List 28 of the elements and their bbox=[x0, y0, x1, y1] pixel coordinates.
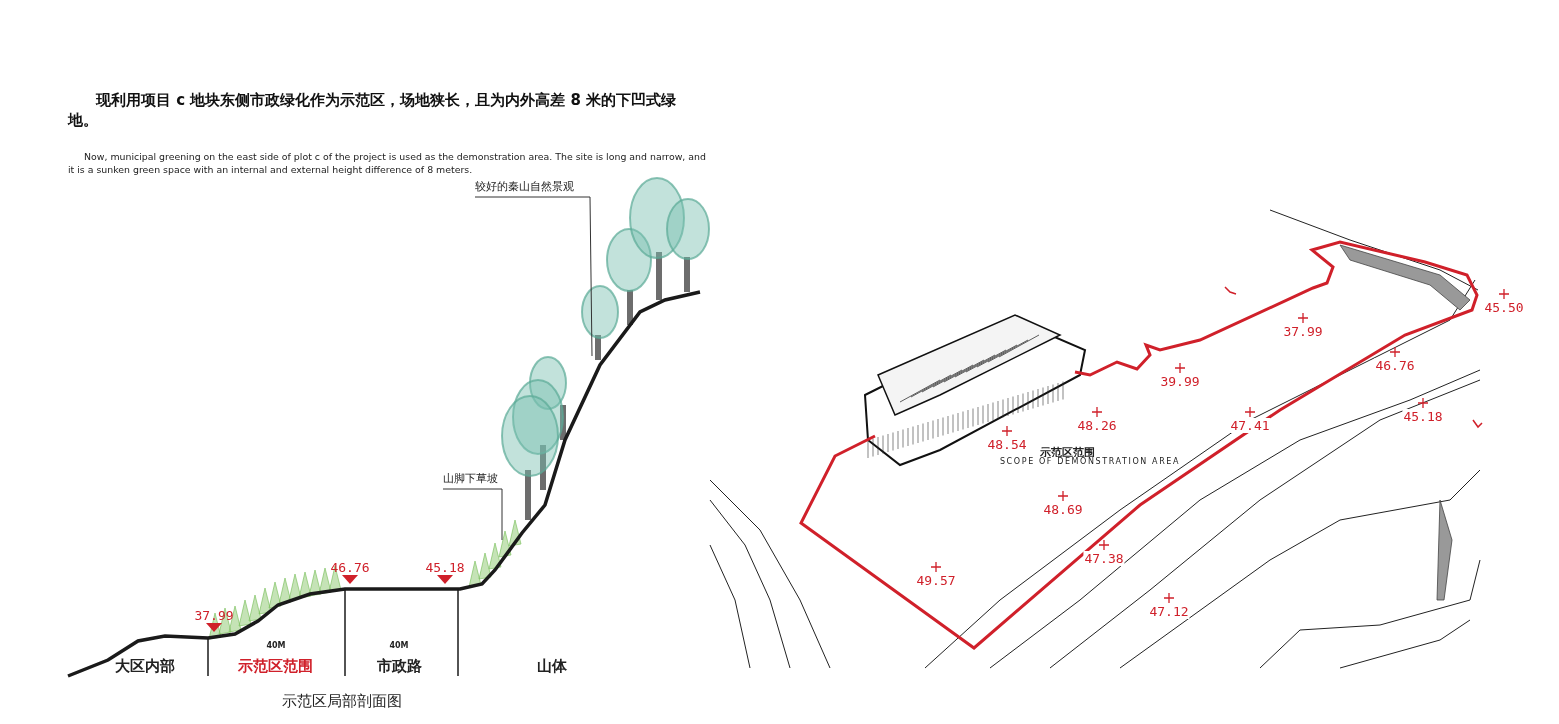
callout-label: 较好的秦山自然景观 bbox=[475, 179, 574, 194]
width-label: 40M bbox=[266, 641, 286, 650]
elevation-label: 45.18 bbox=[1402, 409, 1444, 424]
figure-caption: 示范区局部剖面图 bbox=[282, 692, 402, 711]
elevation-label: 37.99 bbox=[194, 608, 234, 623]
elevation-label: 37.99 bbox=[1282, 324, 1324, 339]
heading: 现利用项目 c 地块东侧市政绿化作为示范区，场地狭长，且为内外高差 8 米的下凹式绿地。 bbox=[68, 90, 678, 130]
elevation-label: 45.50 bbox=[1483, 300, 1525, 315]
zone-label: 市政路 bbox=[376, 657, 422, 676]
elevation-label: 48.69 bbox=[1042, 502, 1084, 517]
elevation-label: 47.38 bbox=[1083, 551, 1125, 566]
elevation-label: 46.76 bbox=[1374, 358, 1416, 373]
elevation-label: 48.26 bbox=[1076, 418, 1118, 433]
width-label: 40M bbox=[389, 641, 409, 650]
body-text: Now, municipal greening on the east side of plot c of the project is used as the demonstration area. The site is long and narrow, and it is a sunken green space with an internal and external height difference of 8 meters. bbox=[68, 150, 707, 176]
elevation-label: 45.18 bbox=[425, 560, 465, 575]
callout-label: 山脚下草坡 bbox=[443, 471, 498, 486]
elevation-label: 46.76 bbox=[330, 560, 370, 575]
leader-line bbox=[442, 488, 503, 541]
elevation-label: 39.99 bbox=[1159, 374, 1201, 389]
elevation-label: 47.12 bbox=[1148, 604, 1190, 619]
elevation-label: 49.57 bbox=[915, 573, 957, 588]
elevation-label: 48.54 bbox=[986, 437, 1028, 452]
leader-line bbox=[474, 196, 593, 357]
elevation-label: 47.41 bbox=[1229, 418, 1271, 433]
zone-label: 大区内部 bbox=[115, 657, 175, 676]
zone-label: 示范区范围 bbox=[237, 657, 313, 676]
zone-label: 山体 bbox=[537, 657, 567, 676]
